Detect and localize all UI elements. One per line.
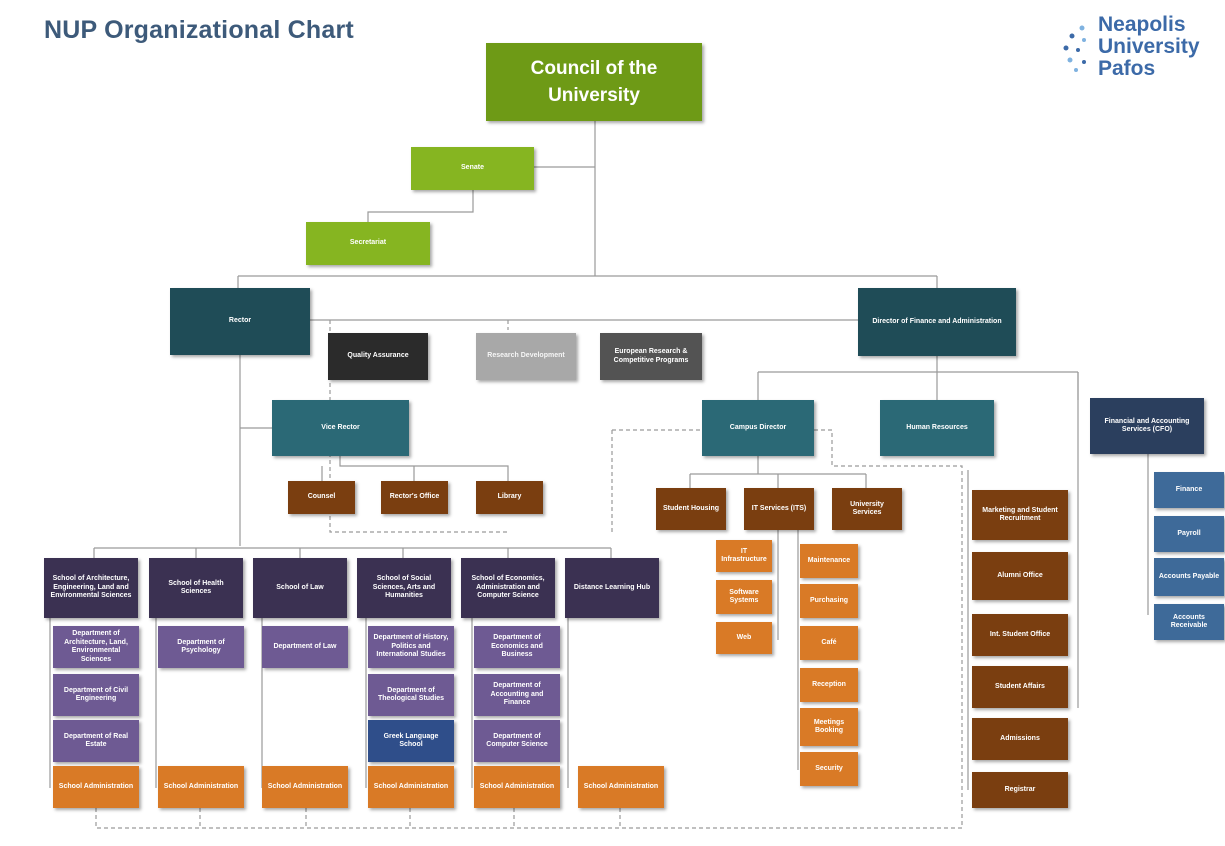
research-development-node: Research Development	[476, 333, 576, 380]
maintenance-node: Maintenance	[800, 544, 858, 578]
dept-architecture-node: Department of Architecture, Land, Enviro…	[53, 626, 139, 668]
secretariat-node: Secretariat	[306, 222, 430, 265]
rector-node: Rector	[170, 288, 310, 355]
rectors-office-node: Rector's Office	[381, 481, 448, 514]
chart-title: NUP Organizational Chart	[44, 16, 354, 44]
software-systems-node: Software Systems	[716, 580, 772, 614]
vice-rector-node: Vice Rector	[272, 400, 409, 456]
student-affairs-node: Student Affairs	[972, 666, 1068, 708]
accounts-receivable-node: Accounts Receivable	[1154, 604, 1224, 640]
university-services-node: University Services	[832, 488, 902, 530]
dept-accounting-node: Department of Accounting and Finance	[474, 674, 560, 716]
school-social-node: School of Social Sciences, Arts and Huma…	[357, 558, 451, 618]
school-architecture-node: School of Architecture, Engineering, Lan…	[44, 558, 138, 618]
human-resources-node: Human Resources	[880, 400, 994, 456]
dept-computer-science-node: Department of Computer Science	[474, 720, 560, 762]
it-services-node: IT Services (ITS)	[744, 488, 814, 530]
security-node: Security	[800, 752, 858, 786]
it-infrastructure-node: IT Infrastructure	[716, 540, 772, 572]
intl-student-office-node: Int. Student Office	[972, 614, 1068, 656]
purchasing-node: Purchasing	[800, 584, 858, 618]
registrar-node: Registrar	[972, 772, 1068, 808]
school-admin-node: School Administration	[474, 766, 560, 808]
logo-line-3: Pafos	[1098, 57, 1156, 80]
financial-services-node: Financial and Accounting Services (CFO)	[1090, 398, 1204, 454]
school-economics-node: School of Economics, Administration and …	[461, 558, 555, 618]
distance-learning-node: Distance Learning Hub	[565, 558, 659, 618]
web-node: Web	[716, 622, 772, 654]
school-admin-node: School Administration	[578, 766, 664, 808]
european-research-node: European Research & Competitive Programs	[600, 333, 702, 380]
finance-node: Finance	[1154, 472, 1224, 508]
school-admin-node: School Administration	[158, 766, 244, 808]
meetings-booking-node: Meetings Booking	[800, 708, 858, 746]
student-housing-node: Student Housing	[656, 488, 726, 530]
dept-law-node: Department of Law	[262, 626, 348, 668]
dept-theology-node: Department of Theological Studies	[368, 674, 454, 716]
reception-node: Reception	[800, 668, 858, 702]
marketing-node: Marketing and Student Recruitment	[972, 490, 1068, 540]
director-finance-node: Director of Finance and Administration	[858, 288, 1016, 356]
cafe-node: Café	[800, 626, 858, 660]
logo-line-2: University	[1098, 35, 1200, 58]
dept-real-estate-node: Department of Real Estate	[53, 720, 139, 762]
senate-node: Senate	[411, 147, 534, 190]
logo-dots-icon	[1063, 25, 1086, 72]
accounts-payable-node: Accounts Payable	[1154, 558, 1224, 596]
school-admin-node: School Administration	[262, 766, 348, 808]
school-admin-node: School Administration	[53, 766, 139, 808]
dept-psychology-node: Department of Psychology	[158, 626, 244, 668]
payroll-node: Payroll	[1154, 516, 1224, 552]
school-health-node: School of Health Sciences	[149, 558, 243, 618]
dept-economics-node: Department of Economics and Business	[474, 626, 560, 668]
library-node: Library	[476, 481, 543, 514]
school-law-node: School of Law	[253, 558, 347, 618]
counsel-node: Counsel	[288, 481, 355, 514]
quality-assurance-node: Quality Assurance	[328, 333, 428, 380]
admissions-node: Admissions	[972, 718, 1068, 760]
university-logo: Neapolis University Pafos	[1060, 14, 1225, 94]
dept-history-node: Department of History, Politics and Inte…	[368, 626, 454, 668]
school-admin-node: School Administration	[368, 766, 454, 808]
council-node: Council of the University	[486, 43, 702, 121]
alumni-office-node: Alumni Office	[972, 552, 1068, 600]
greek-language-node: Greek Language School	[368, 720, 454, 762]
campus-director-node: Campus Director	[702, 400, 814, 456]
dept-civil-node: Department of Civil Engineering	[53, 674, 139, 716]
logo-line-1: Neapolis	[1098, 13, 1186, 36]
